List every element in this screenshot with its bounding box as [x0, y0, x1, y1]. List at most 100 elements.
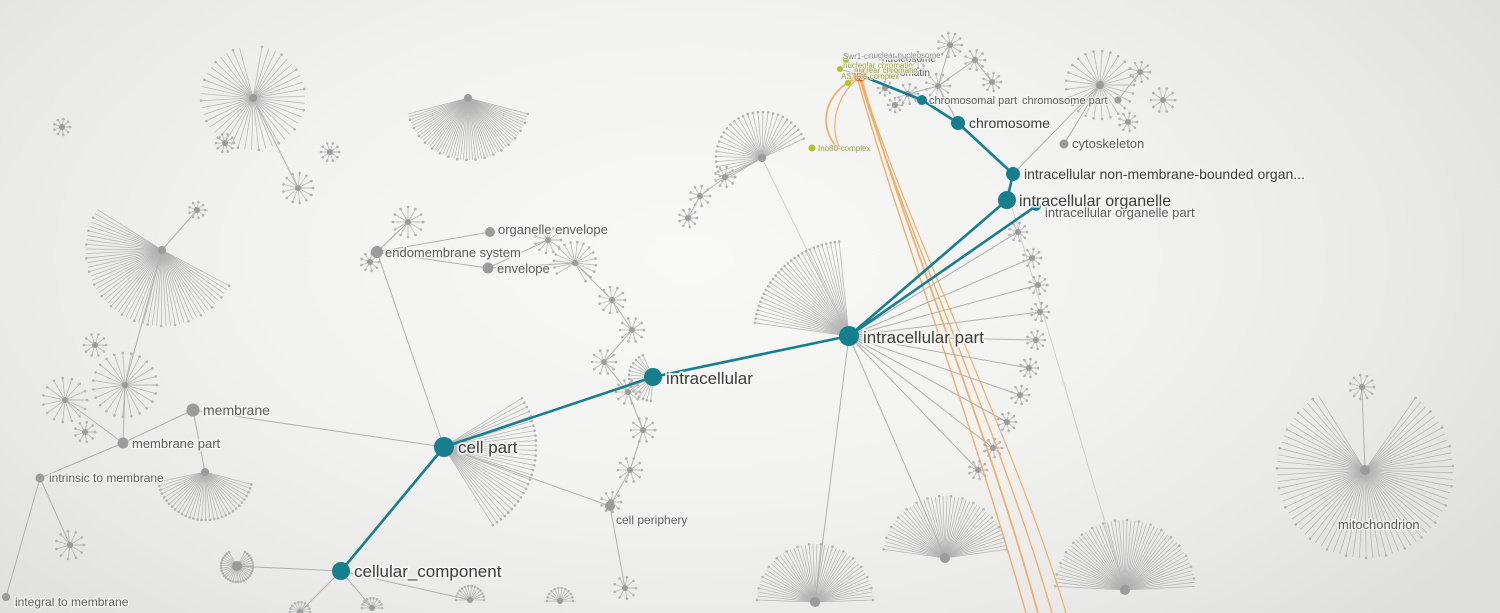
cluster-node[interactable] — [989, 79, 995, 85]
node-cell-periphery[interactable] — [605, 501, 615, 511]
cluster-node[interactable] — [1359, 384, 1365, 390]
node-intracellular-organelle[interactable] — [998, 191, 1016, 209]
cluster-node[interactable] — [295, 185, 301, 191]
node-chromosome[interactable] — [951, 116, 965, 130]
cluster-node[interactable] — [557, 598, 563, 604]
cluster-node[interactable] — [892, 102, 898, 108]
node-membrane-part[interactable] — [117, 437, 129, 449]
node-chromosome-part[interactable] — [1114, 96, 1122, 104]
node-envelope[interactable] — [482, 262, 494, 274]
cluster-node[interactable] — [601, 359, 607, 365]
node-non-membrane-bounded-organelle[interactable] — [1006, 167, 1020, 181]
cluster-node[interactable] — [1017, 392, 1023, 398]
cluster-node[interactable] — [67, 542, 73, 548]
cluster-node[interactable] — [940, 553, 950, 563]
cluster-node[interactable] — [640, 427, 646, 433]
cluster-node[interactable] — [758, 154, 766, 162]
cluster-node[interactable] — [232, 561, 242, 571]
cluster-node[interactable] — [609, 297, 615, 303]
cluster-node[interactable] — [935, 83, 941, 89]
cluster-node[interactable] — [367, 259, 373, 265]
leaf-tip-dot — [949, 495, 953, 498]
leaf-tip-dot — [285, 196, 289, 200]
leaf-tip-dot — [513, 136, 517, 140]
cluster-node[interactable] — [82, 429, 88, 435]
leaf-tip-dot — [414, 233, 417, 237]
cluster-node[interactable] — [627, 467, 633, 473]
cluster-node[interactable] — [201, 468, 209, 476]
cluster-node[interactable] — [545, 237, 551, 243]
cluster-node[interactable] — [158, 246, 166, 254]
node-cytoskeleton[interactable] — [1059, 139, 1069, 149]
cluster-node[interactable] — [685, 215, 691, 221]
cluster-node[interactable] — [990, 445, 996, 451]
cluster-node[interactable] — [1137, 69, 1143, 75]
leaf-tip-dot — [1045, 283, 1049, 287]
cluster-node[interactable] — [722, 174, 728, 180]
cluster-node[interactable] — [297, 609, 303, 613]
cluster-node[interactable] — [405, 219, 411, 225]
node-organelle-envelope[interactable] — [485, 227, 495, 237]
cluster-node[interactable] — [1004, 419, 1010, 425]
cluster-node[interactable] — [59, 124, 65, 130]
cluster-node[interactable] — [464, 94, 472, 102]
node-chromosomal-part[interactable] — [917, 95, 927, 105]
cluster-node[interactable] — [194, 207, 200, 213]
cluster-node[interactable] — [92, 342, 98, 348]
cluster-node[interactable] — [327, 149, 333, 155]
node-intracellular-organelle-part[interactable] — [1031, 201, 1041, 211]
leaf-tip-dot — [167, 502, 171, 506]
node-complex-node-a[interactable] — [843, 57, 849, 63]
cluster-node[interactable] — [572, 260, 578, 266]
leaf-tip-dot — [1450, 484, 1453, 488]
cluster-node[interactable] — [222, 140, 228, 146]
cluster-node[interactable] — [947, 42, 953, 48]
cluster-node[interactable] — [622, 585, 628, 591]
cluster-node[interactable] — [249, 94, 257, 102]
leaf-tip-dot — [1451, 464, 1455, 468]
node-chromatin-hub[interactable] — [853, 68, 867, 82]
cluster-node[interactable] — [975, 467, 981, 473]
cluster-node[interactable] — [1160, 97, 1166, 103]
cluster-node[interactable] — [467, 597, 473, 603]
cluster-node[interactable] — [1026, 365, 1032, 371]
cluster-node[interactable] — [1125, 119, 1131, 125]
node-cell-part[interactable] — [434, 437, 454, 457]
node-ino80-complex[interactable] — [808, 144, 816, 152]
cluster-node[interactable] — [915, 57, 921, 63]
cluster-node[interactable] — [1035, 282, 1041, 288]
node-intrinsic-to-membrane[interactable] — [35, 473, 45, 483]
node-intracellular[interactable] — [644, 368, 662, 386]
cluster-node[interactable] — [1096, 81, 1104, 89]
leaf-tip-dot — [234, 507, 238, 510]
cluster-node[interactable] — [369, 605, 375, 611]
leaf-tip-dot — [156, 480, 160, 484]
node-intracellular-part[interactable] — [839, 326, 859, 346]
leaf-tip-dot — [1137, 520, 1141, 523]
cluster-node[interactable] — [810, 597, 820, 607]
cluster-node[interactable] — [697, 193, 703, 199]
leaf-tip-dot — [526, 112, 530, 116]
cluster-node[interactable] — [1120, 585, 1130, 595]
cluster-node[interactable] — [972, 57, 978, 63]
cluster-node[interactable] — [629, 327, 635, 333]
leaf-tip-dot — [84, 337, 88, 340]
cluster-node[interactable] — [1033, 337, 1039, 343]
cluster-node[interactable] — [625, 389, 631, 395]
cluster-node[interactable] — [1029, 255, 1035, 261]
cluster-node[interactable] — [1360, 465, 1370, 475]
node-endomembrane-system[interactable] — [371, 246, 383, 258]
leaf-tip-dot — [582, 242, 585, 246]
cluster-node[interactable] — [122, 382, 128, 388]
cluster-node[interactable] — [62, 397, 68, 403]
cluster-node[interactable] — [1037, 309, 1043, 315]
node-cellular-component[interactable] — [332, 562, 350, 580]
leaf-tip-dot — [204, 518, 208, 522]
node-membrane[interactable] — [186, 403, 200, 417]
cluster-node[interactable] — [1015, 229, 1021, 235]
node-complex-node-c[interactable] — [845, 80, 851, 86]
node-integral-to-membrane[interactable] — [2, 593, 10, 601]
node-complex-node-b[interactable] — [837, 66, 843, 72]
